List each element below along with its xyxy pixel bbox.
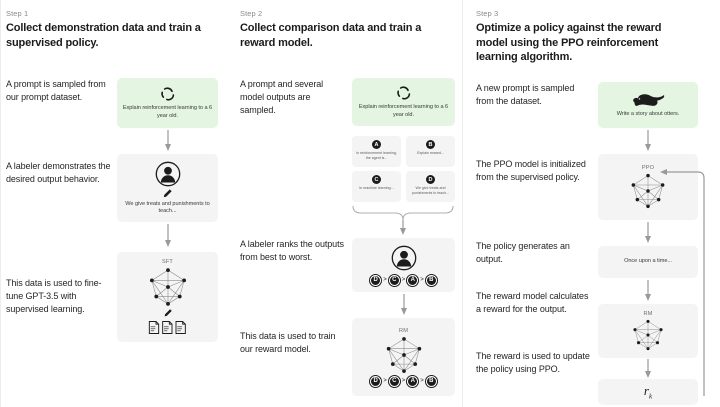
step-3-ppo-caption: PPO (641, 165, 655, 171)
rank-gt-2: > (401, 277, 406, 283)
step-2-rm-ranking-row: D > C > A > B (369, 374, 438, 388)
rm-rank-gt-2: > (401, 378, 406, 384)
step-3-title: Optimize a policy against the reward mod… (476, 22, 662, 63)
step-1-column: Step 1 Collect demonstration data and tr… (0, 0, 224, 407)
rm-rank-3: A (406, 374, 420, 388)
arrow-down-5 (645, 222, 651, 243)
rank-2: C (387, 273, 401, 287)
step-1-prompt-text: Explain reinforcement learning to a 6 ye… (122, 105, 213, 119)
step-2-output-c: C In machine learning... (352, 171, 401, 202)
rank-4: B (424, 273, 438, 287)
step-2-caption-2: A labeler ranks the outputs from best to… (240, 239, 344, 262)
step-1-caption-3: This data is used to fine-tune GPT-3.5 w… (6, 278, 102, 314)
recycle-icon-2 (396, 85, 411, 100)
step-3-caption-2: The PPO model is initialized from the su… (476, 159, 586, 182)
documents-icon (148, 320, 188, 335)
rank-1: D (369, 273, 383, 287)
neural-net-icon (146, 267, 190, 307)
step-3-caption-1: A new prompt is sampled from the dataset… (476, 83, 575, 106)
neural-net-icon-3 (628, 173, 668, 209)
arrow-down-3 (401, 294, 407, 315)
step-3-prompt-text: Write a story about otters. (616, 110, 680, 117)
step-1-labeler-text: We give treats and punishments to teach.… (125, 200, 210, 214)
rank-gt-1: > (383, 277, 387, 283)
step-3-caption-5: The reward is used to update the policy … (476, 351, 590, 374)
step-2-caption-1: A prompt and several model outputs are s… (240, 79, 324, 115)
arrow-down-4 (645, 130, 651, 151)
arrow-down-2 (165, 224, 171, 247)
step-2-output-d: D We give treats and punishments to teac… (406, 171, 455, 202)
reward-formula: rk (643, 383, 653, 401)
step-1-caption-2: A labeler demonstrates the desired outpu… (6, 161, 111, 184)
column-divider-1 (0, 0, 1, 407)
step-3-reward-box: rk (598, 379, 698, 405)
rank-3: A (406, 273, 420, 287)
arrow-down-1 (165, 130, 171, 151)
step-2-prompt-text: Explain reinforcement learning to a 6 ye… (358, 104, 449, 118)
column-divider-2 (462, 0, 463, 407)
otter-icon (631, 92, 665, 107)
step-2-rm-caption: RM (399, 327, 408, 334)
arrow-down-7 (645, 359, 651, 378)
step-2-output-d-text: We give treats and punishments to teach.… (411, 186, 450, 195)
step-1-label: Step 1 (6, 9, 29, 18)
step-2-title: Collect comparison data and train a rewa… (240, 22, 422, 49)
step-2-caption-3: This data is used to train our reward mo… (240, 331, 336, 354)
brace-arrow (352, 205, 454, 235)
step-2-output-d-letter: D (426, 175, 435, 184)
step-3-rm-caption: RM (643, 311, 653, 317)
step-1-title: Collect demonstration data and train a s… (6, 22, 201, 49)
ppo-feedback-loop-arrow (660, 169, 705, 396)
neural-net-icon-2 (383, 336, 425, 374)
step-1-sft-box: SFT (117, 252, 218, 342)
rm-rank-4: B (424, 374, 438, 388)
step-2-output-b-text: Explain reward... (417, 151, 444, 155)
step-3-prompt-box: Write a story about otters. (598, 82, 698, 128)
step-3-ppo-box: PPO (598, 154, 698, 220)
rm-rank-gt-3: > (420, 378, 424, 384)
step-1-sft-caption: SFT (161, 259, 173, 265)
step-2-output-a-text: In reinforcement learning, the agent is.… (356, 151, 397, 160)
labeler-person-icon (155, 161, 181, 187)
rank-gt-3: > (420, 277, 424, 283)
step-3-label: Step 3 (476, 9, 499, 18)
step-3-caption-4: The reward model calculates a reward for… (476, 291, 589, 314)
recycle-icon (160, 86, 175, 101)
step-2-output-c-text: In machine learning... (359, 186, 394, 190)
rm-rank-gt-1: > (383, 378, 387, 384)
step-2-column: Step 2 Collect comparison data and train… (234, 0, 462, 407)
step-1-labeler-box: We give treats and punishments to teach.… (117, 154, 218, 222)
step-2-output-b: B Explain reward... (406, 136, 455, 167)
step-3-column: Step 3 Optimize a policy against the rew… (470, 0, 720, 407)
step-3-rm-box: RM (598, 304, 698, 358)
step-2-prompt-box: Explain reinforcement learning to a 6 ye… (352, 78, 455, 126)
step-1-prompt-box: Explain reinforcement learning to a 6 ye… (117, 78, 218, 128)
arrow-down-6 (645, 280, 651, 301)
step-2-label: Step 2 (240, 9, 263, 18)
labeler-person-icon-2 (391, 245, 417, 271)
step-3-caption-3: The policy generates an output. (476, 241, 570, 264)
rm-rank-2: C (387, 374, 401, 388)
step-2-output-c-letter: C (372, 175, 381, 184)
pencil-icon (162, 188, 173, 199)
step-2-output-a: A In reinforcement learning, the agent i… (352, 136, 401, 167)
neural-net-icon-4 (630, 319, 666, 351)
step-3-output-text: Once upon a time... (624, 258, 672, 265)
step-2-ranking-row: D > C > A > B (369, 273, 438, 287)
step-1-caption-1: A prompt is sampled from our prompt data… (6, 79, 106, 102)
step-2-rm-box: RM D > C (352, 318, 455, 396)
step-2-output-b-letter: B (426, 140, 435, 149)
pencil-icon-2 (163, 308, 173, 318)
step-3-output-box: Once upon a time... (598, 246, 698, 278)
step-2-output-a-letter: A (372, 140, 381, 149)
rm-rank-1: D (369, 374, 383, 388)
step-2-ranking-box: D > C > A > B (352, 238, 455, 292)
